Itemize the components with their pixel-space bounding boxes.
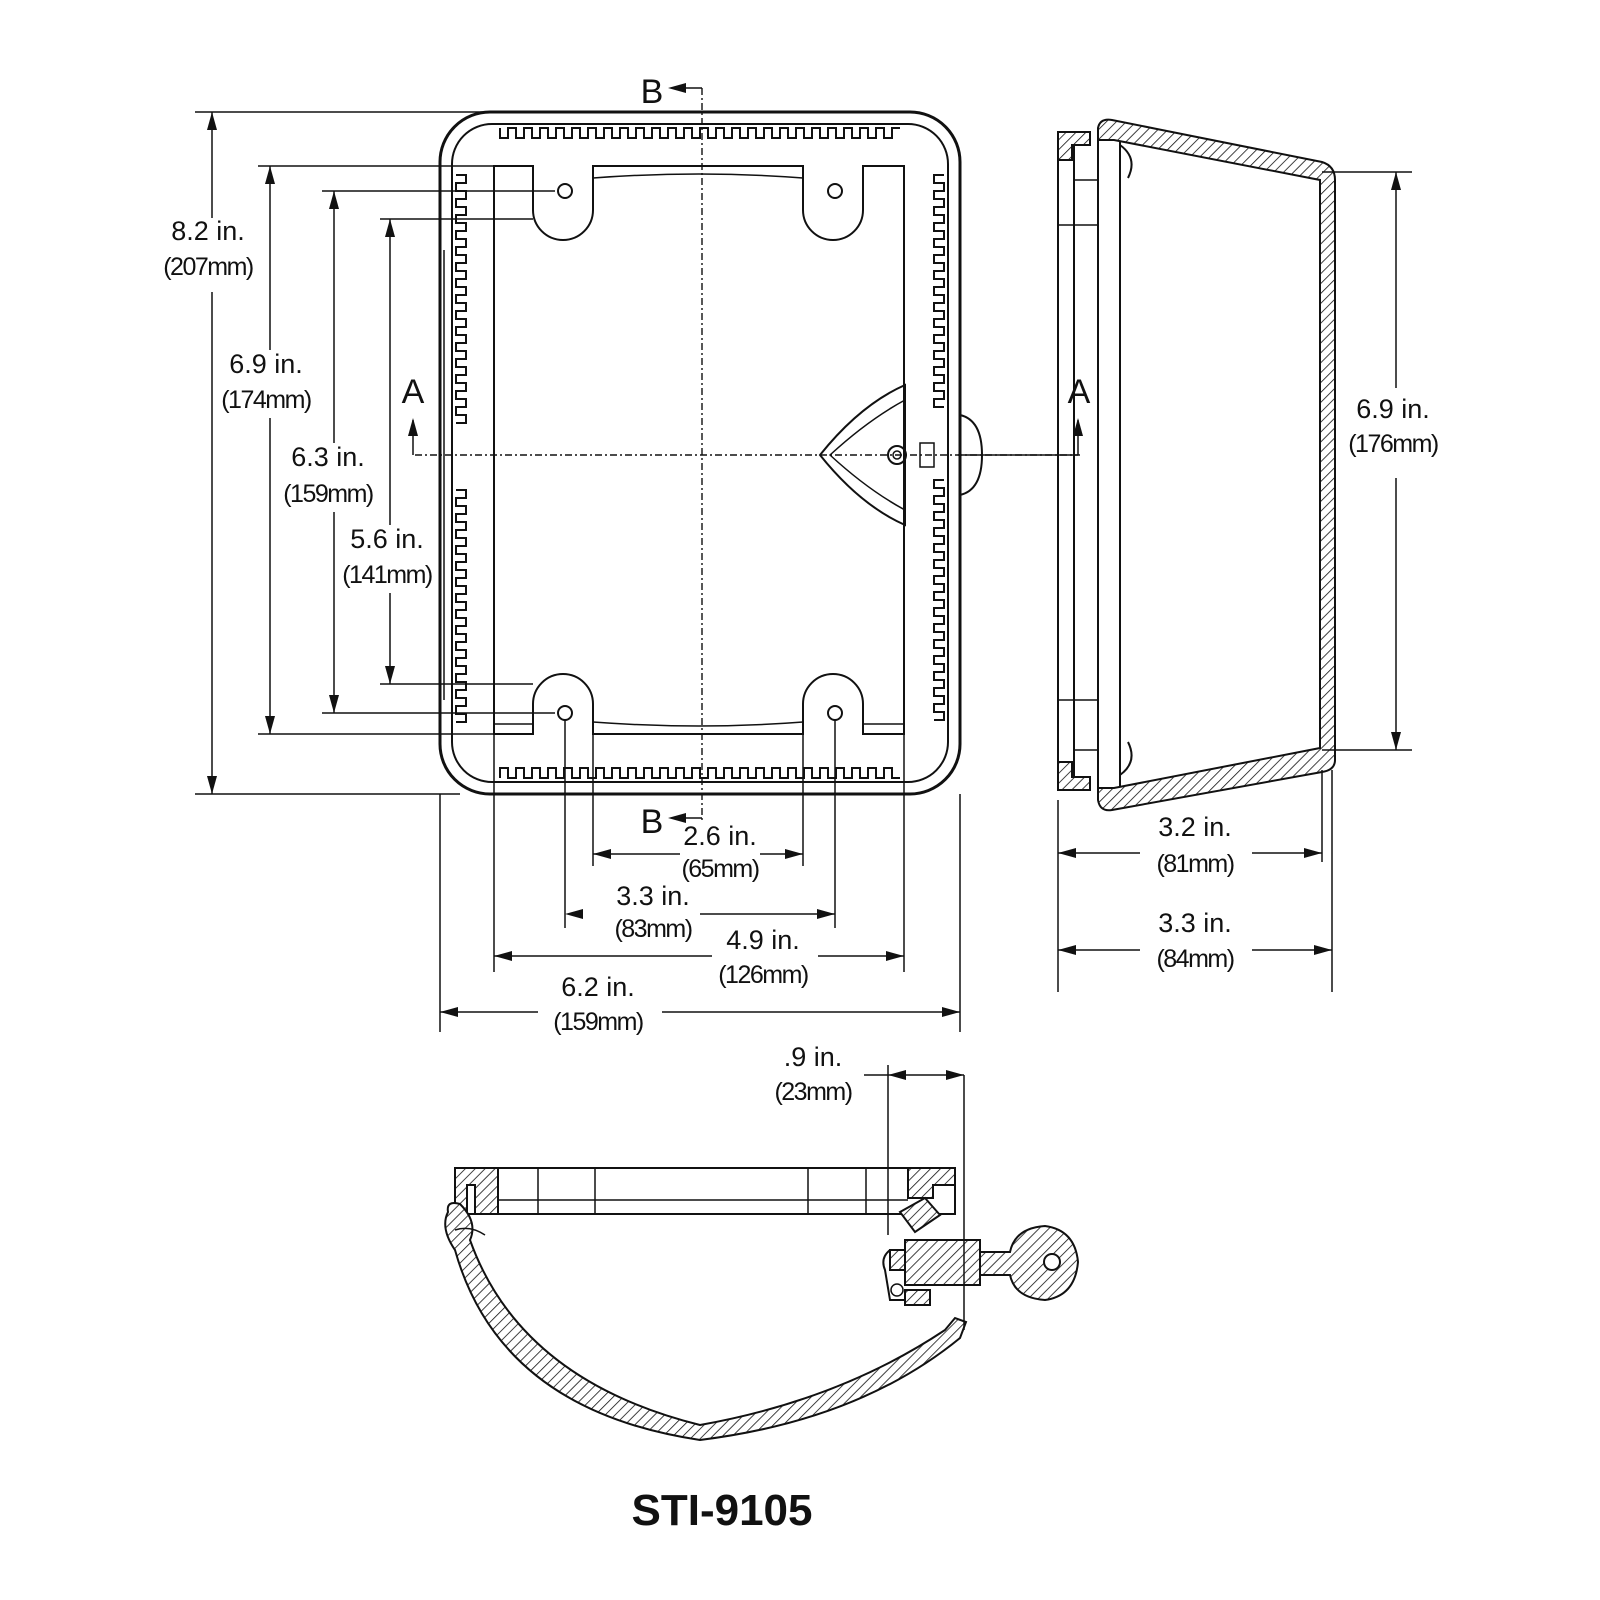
side-view	[1057, 118, 1336, 812]
svg-text:(159mm): (159mm)	[283, 480, 373, 508]
svg-text:4.9 in.: 4.9 in.	[726, 925, 800, 955]
svg-text:(81mm): (81mm)	[1156, 850, 1233, 878]
dimension-arrowhead	[408, 418, 418, 436]
dim-label-width-overall: 6.2 in. (159mm)	[553, 972, 644, 1036]
svg-text:(83mm): (83mm)	[614, 915, 691, 943]
section-view	[444, 1075, 1080, 1442]
dim-label-hole-spacing-inner-v: 5.6 in. (141mm)	[342, 524, 433, 589]
housing-inner-outline	[451, 123, 949, 783]
mount-hole-top-left	[557, 183, 573, 199]
mount-hole-bottom-left	[557, 705, 573, 721]
svg-text:3.3 in.: 3.3 in.	[1158, 908, 1232, 938]
dim-label-hole-spacing-outer-v: 6.3 in. (159mm)	[283, 442, 374, 508]
mounting-plate	[493, 165, 905, 735]
dim-label-hole-spacing-outer-h: 3.3 in. (83mm)	[614, 881, 693, 943]
dimension-arrowhead	[817, 909, 835, 919]
svg-text:(159mm): (159mm)	[553, 1008, 643, 1036]
svg-text:5.6 in.: 5.6 in.	[350, 524, 424, 554]
dimension-arrowhead	[668, 813, 686, 823]
dimension-lines	[195, 83, 1412, 1235]
dimension-arrowhead	[785, 849, 803, 859]
svg-text:(141mm): (141mm)	[342, 561, 432, 589]
dim-label-width-inner: 4.9 in. (126mm)	[718, 925, 809, 989]
dimension-arrowhead	[946, 1070, 964, 1080]
dimension-arrowhead	[1058, 848, 1076, 858]
svg-text:2.6 in.: 2.6 in.	[683, 821, 757, 851]
dimension-arrowhead	[888, 1070, 906, 1080]
mount-hole-bottom-right	[827, 705, 843, 721]
dimension-arrowhead	[1391, 732, 1401, 750]
svg-text:.9 in.: .9 in.	[784, 1042, 843, 1072]
dimension-arrowhead	[1314, 945, 1332, 955]
svg-text:6.9 in.: 6.9 in.	[229, 349, 303, 379]
dim-label-height-overall: 8.2 in. (207mm)	[163, 216, 254, 281]
svg-text:8.2 in.: 8.2 in.	[171, 216, 245, 246]
svg-text:(23mm): (23mm)	[774, 1078, 851, 1106]
dimension-arrowhead	[593, 849, 611, 859]
section-cover-shell	[444, 1202, 968, 1442]
svg-text:(176mm): (176mm)	[1348, 430, 1438, 458]
mount-hole-top-right	[827, 183, 843, 199]
section-marker-a-right: A	[1068, 373, 1091, 411]
dimension-arrowhead	[1058, 945, 1076, 955]
svg-text:(84mm): (84mm)	[1156, 945, 1233, 973]
svg-text:6.3 in.: 6.3 in.	[291, 442, 365, 472]
dimension-arrowhead	[329, 695, 339, 713]
dimension-arrowhead	[494, 951, 512, 961]
svg-text:(65mm): (65mm)	[681, 855, 758, 883]
dim-label-height-inner: 6.9 in. (174mm)	[221, 349, 312, 414]
dimension-arrowhead	[385, 219, 395, 237]
dimension-arrowhead	[1073, 418, 1083, 436]
svg-text:3.2 in.: 3.2 in.	[1158, 812, 1232, 842]
dimension-arrowhead	[207, 112, 217, 130]
top-vent-teeth	[499, 127, 900, 139]
dimension-arrowhead	[1304, 848, 1322, 858]
svg-text:(207mm): (207mm)	[163, 253, 253, 281]
bottom-vent-teeth	[499, 767, 900, 779]
dimension-arrowhead	[329, 191, 339, 209]
dimension-arrowhead	[385, 666, 395, 684]
dimension-arrowhead	[1391, 172, 1401, 190]
left-vent-teeth-upper	[455, 174, 467, 424]
dimension-arrowhead	[668, 83, 686, 93]
dimension-arrowhead	[265, 166, 275, 184]
svg-text:(174mm): (174mm)	[221, 386, 311, 414]
key-hole-icon	[1043, 1253, 1061, 1271]
svg-text:(126mm): (126mm)	[718, 961, 808, 989]
dimension-arrowhead	[886, 951, 904, 961]
svg-text:3.3 in.: 3.3 in.	[616, 881, 690, 911]
dimension-arrowhead	[440, 1007, 458, 1017]
left-vent-teeth-lower	[455, 489, 467, 723]
dim-label-lock-offset: .9 in. (23mm)	[774, 1042, 853, 1106]
svg-text:6.9 in.: 6.9 in.	[1356, 394, 1430, 424]
side-cover-shell	[1097, 118, 1336, 812]
section-marker-b-bottom: B	[641, 803, 664, 841]
right-vent-teeth	[933, 174, 945, 721]
dim-label-side-height: 6.9 in. (176mm)	[1348, 394, 1439, 458]
svg-text:6.2 in.: 6.2 in.	[561, 972, 635, 1002]
dimension-arrowhead	[207, 776, 217, 794]
front-view	[415, 88, 1080, 820]
dim-label-depth-overall: 3.3 in. (84mm)	[1156, 908, 1235, 973]
dim-label-depth-inner: 3.2 in. (81mm)	[1156, 812, 1235, 878]
dimension-arrowhead	[942, 1007, 960, 1017]
section-marker-a-left: A	[402, 373, 425, 411]
dimension-arrowhead	[565, 909, 583, 919]
dim-label-hole-spacing-inner-h: 2.6 in. (65mm)	[681, 821, 760, 883]
dimension-arrowhead	[265, 716, 275, 734]
section-marker-b-top: B	[641, 73, 664, 111]
housing-outer-outline	[438, 110, 962, 796]
model-title: STI-9105	[632, 1486, 813, 1535]
